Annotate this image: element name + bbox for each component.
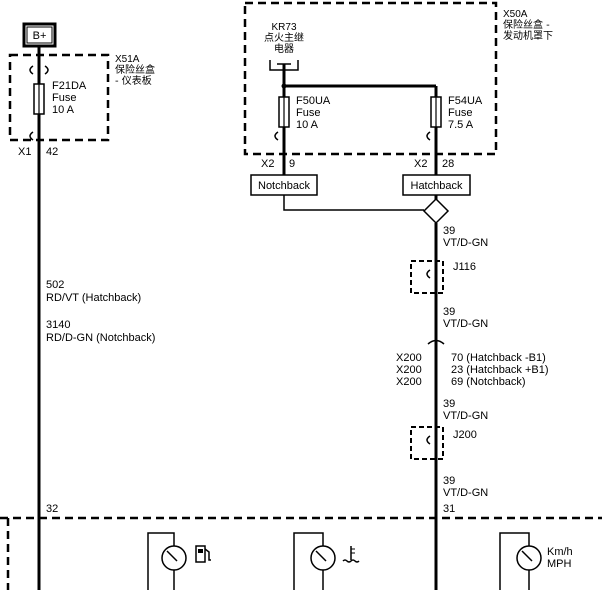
fuse-box-x51a-name-1: 保险丝盒 [115,63,155,76]
right-wire-seg4-color: VT/D-GN [443,487,488,499]
relay-kr73-name-1: 点火主继 [264,31,304,44]
battery-positive-block: B+ [22,22,57,48]
connector-x2-right-label: X2 [414,158,427,170]
connector-x2-left-label: X2 [261,158,274,170]
bus-junction [281,83,287,89]
fuse-f50ua-symbol [278,96,290,128]
splice-j116-terminal [426,269,431,279]
fuse-f21da-symbol [33,83,45,115]
right-wire-seg1-circuit: 39 [443,225,455,237]
speed-unit-kmh: Km/h [547,546,573,558]
left-wire-circuit-1: 502 [46,279,64,291]
splice-j200-terminal [426,435,431,445]
fuel-pump-icon [195,545,211,563]
connector-x1-label: X1 [18,146,31,158]
cluster-pin-right: 31 [443,503,455,515]
relay-kr73-name-2: 电器 [274,42,294,55]
fuse-box-x50a-outline [243,1,498,156]
fuse-f54ua-rating: 7.5 A [448,119,474,131]
right-wire-seg3-color: VT/D-GN [443,410,488,422]
option-hatchback-label: Hatchback [411,180,463,192]
left-wire-color-2: RD/D-GN (Notchback) [46,332,155,344]
cluster-pin-left: 32 [46,503,58,515]
notchback-join-wire [283,195,424,211]
fuse-f21da-type: Fuse [52,92,76,104]
fuse-f50ua-type: Fuse [296,107,320,119]
fuse-f50ua-rating: 10 A [296,119,319,131]
option-splice-diamond [422,197,450,225]
fuse-f21da-terminal [29,65,49,75]
connector-x200-symbol [427,339,445,345]
fuse-box-x50a-name-2: 发动机罩下 [503,29,553,42]
fuse-box-x51a-id: X51A [115,54,140,65]
connector-x200-row-1-name: X200 [396,352,422,364]
option-notchback-label: Notchback [258,180,310,192]
fuse-f54ua-id: F54UA [448,95,483,107]
fuse-f21da-id: F21DA [52,80,87,92]
fuse-f54ua-symbol [430,96,442,128]
right-wire-seg2-color: VT/D-GN [443,318,488,330]
connector-x2-right-pin: 28 [442,158,454,170]
splice-j116-label: J116 [453,261,476,273]
connector-x200-row-1-desc: 70 (Hatchback -B1) [451,352,546,364]
fuse-box-x50a-name-1: 保险丝盒 - [503,18,550,31]
left-wire-color-1: RD/VT (Hatchback) [46,292,141,304]
splice-j200-box [410,426,444,460]
fuse-f21da-rating: 10 A [52,104,75,116]
connector-x200-row-2-name: X200 [396,364,422,376]
battery-label: B+ [33,30,47,42]
left-wire-circuit-2: 3140 [46,319,70,331]
speedometer-gauge [499,532,542,590]
connector-x1-pin: 42 [46,146,58,158]
right-wire-seg4-circuit: 39 [443,475,455,487]
coolant-temp-icon [342,546,360,563]
right-wire-seg3-circuit: 39 [443,398,455,410]
connector-x200-row-3-name: X200 [396,376,422,388]
fuel-gauge [147,532,187,590]
fuse-f54ua-type: Fuse [448,107,472,119]
connector-x200-row-3-desc: 69 (Notchback) [451,376,526,388]
right-wire-seg1-color: VT/D-GN [443,237,488,249]
fuse-f50ua-id: F50UA [296,95,331,107]
instrument-cluster-outline [0,516,602,590]
fuse-box-x50a-id: X50A [503,9,528,20]
right-wire-seg2-circuit: 39 [443,306,455,318]
fuse-box-x51a-name-2: - 仪表板 [115,74,152,87]
coolant-temp-gauge [293,532,336,590]
speed-unit-mph: MPH [547,558,572,570]
connector-x200-row-2-desc: 23 (Hatchback +B1) [451,364,549,376]
connector-x2-left-pin: 9 [289,158,295,170]
fuse-f54ua-terminal [426,131,431,141]
relay-kr73-id: KR73 [271,22,296,33]
splice-j116-box [410,260,444,294]
fuse-f50ua-terminal [274,131,279,141]
splice-j200-label: J200 [453,429,477,441]
fuse-f21da-terminal-bottom [29,131,34,141]
